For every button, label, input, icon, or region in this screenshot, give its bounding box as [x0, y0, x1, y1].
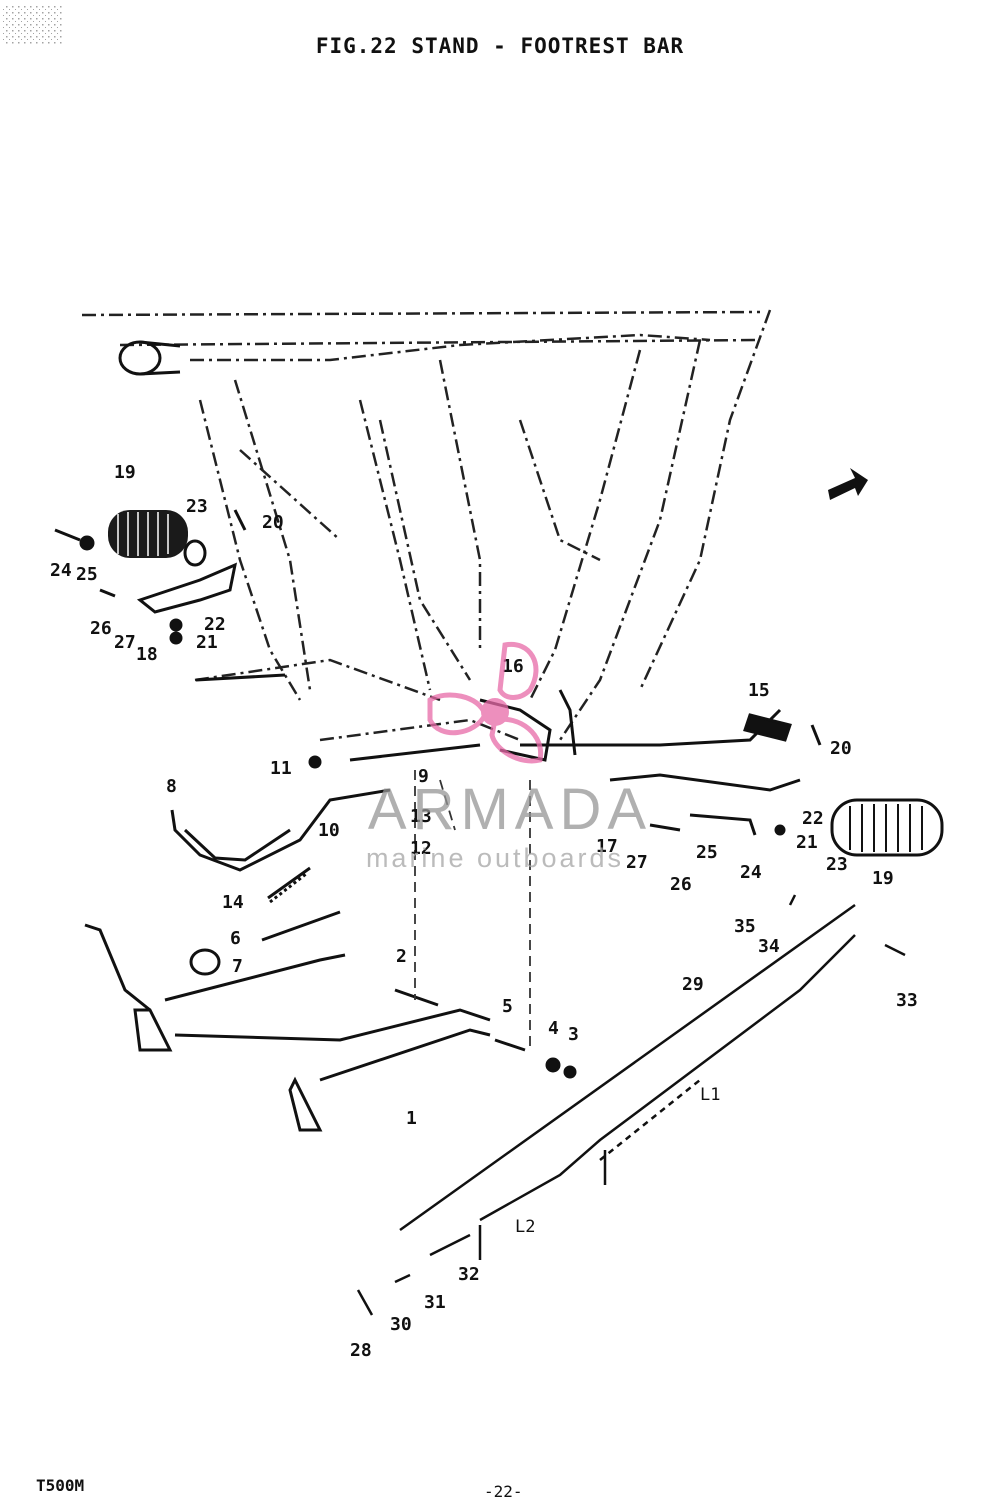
figure-title: FIG.22 STAND - FOOTREST BAR	[315, 34, 685, 58]
callout-12: 12	[410, 838, 432, 859]
callout-4: 4	[548, 1018, 559, 1039]
callout-14: 14	[222, 892, 244, 913]
pivot-assembly	[308, 689, 782, 769]
callout-31: 31	[424, 1292, 446, 1313]
callout-2: 2	[396, 946, 407, 967]
callout-20b: 20	[830, 738, 852, 759]
callout-30: 30	[390, 1314, 412, 1335]
direction-arrow-icon	[828, 468, 868, 500]
callout-35: 35	[734, 916, 756, 937]
callout-13: 13	[410, 806, 432, 827]
frame-outline	[81, 309, 772, 742]
callout-23a: 23	[186, 496, 208, 517]
callout-18: 18	[136, 644, 158, 665]
page-number: -22-	[484, 1482, 523, 1501]
model-code: T500M	[36, 1476, 85, 1495]
watermark-logo-icon	[427, 641, 544, 764]
callout-8: 8	[166, 776, 177, 797]
callout-3: 3	[568, 1024, 579, 1045]
callout-28: 28	[350, 1340, 372, 1361]
center-stand	[84, 923, 577, 1132]
callout-6: 6	[230, 928, 241, 949]
scan-noise	[2, 4, 62, 44]
callout-9: 9	[418, 766, 429, 787]
callout-32: 32	[458, 1264, 480, 1285]
callout-1: 1	[406, 1108, 417, 1129]
callout-26a: 26	[90, 618, 112, 639]
dimension-l2: L2	[515, 1217, 535, 1237]
watermark-brand: ARMADA	[367, 777, 653, 842]
callout-21a: 21	[196, 632, 218, 653]
callout-16: 16	[502, 656, 524, 677]
callout-22a: 22	[204, 614, 226, 635]
callout-5: 5	[502, 996, 513, 1017]
callout-34: 34	[758, 936, 780, 957]
callout-25b: 25	[696, 842, 718, 863]
callout-15: 15	[748, 680, 770, 701]
callout-20a: 20	[262, 512, 284, 533]
right-footrest-parts	[609, 713, 822, 836]
callout-29: 29	[682, 974, 704, 995]
callout-25a: 25	[76, 564, 98, 585]
callout-21b: 21	[796, 832, 818, 853]
callout-33: 33	[896, 990, 918, 1011]
callout-27a: 27	[114, 632, 136, 653]
guide-lines	[414, 770, 531, 1050]
left-footrest-parts	[54, 509, 286, 682]
callout-24a: 24	[50, 560, 72, 581]
callout-23b: 23	[826, 854, 848, 875]
springs	[261, 866, 341, 942]
callout-10: 10	[318, 820, 340, 841]
callout-7: 7	[232, 956, 243, 977]
callout-17: 17	[596, 836, 618, 857]
watermark-subtitle: marine outboards	[365, 843, 625, 873]
right-footrest-rubber	[830, 798, 944, 857]
callout-19b: 19	[872, 868, 894, 889]
callout-26b: 26	[670, 874, 692, 895]
callout-24b: 24	[740, 862, 762, 883]
left-footrest-rubber	[108, 510, 188, 558]
callout-22b: 22	[802, 808, 824, 829]
callout-27b: 27	[626, 852, 648, 873]
callout-19a: 19	[114, 462, 136, 483]
callout-11: 11	[270, 758, 292, 779]
brake-cable	[356, 894, 906, 1316]
frame-end-tube	[118, 340, 181, 376]
brake-pedal	[170, 788, 391, 872]
dimension-l1: L1	[700, 1085, 720, 1105]
